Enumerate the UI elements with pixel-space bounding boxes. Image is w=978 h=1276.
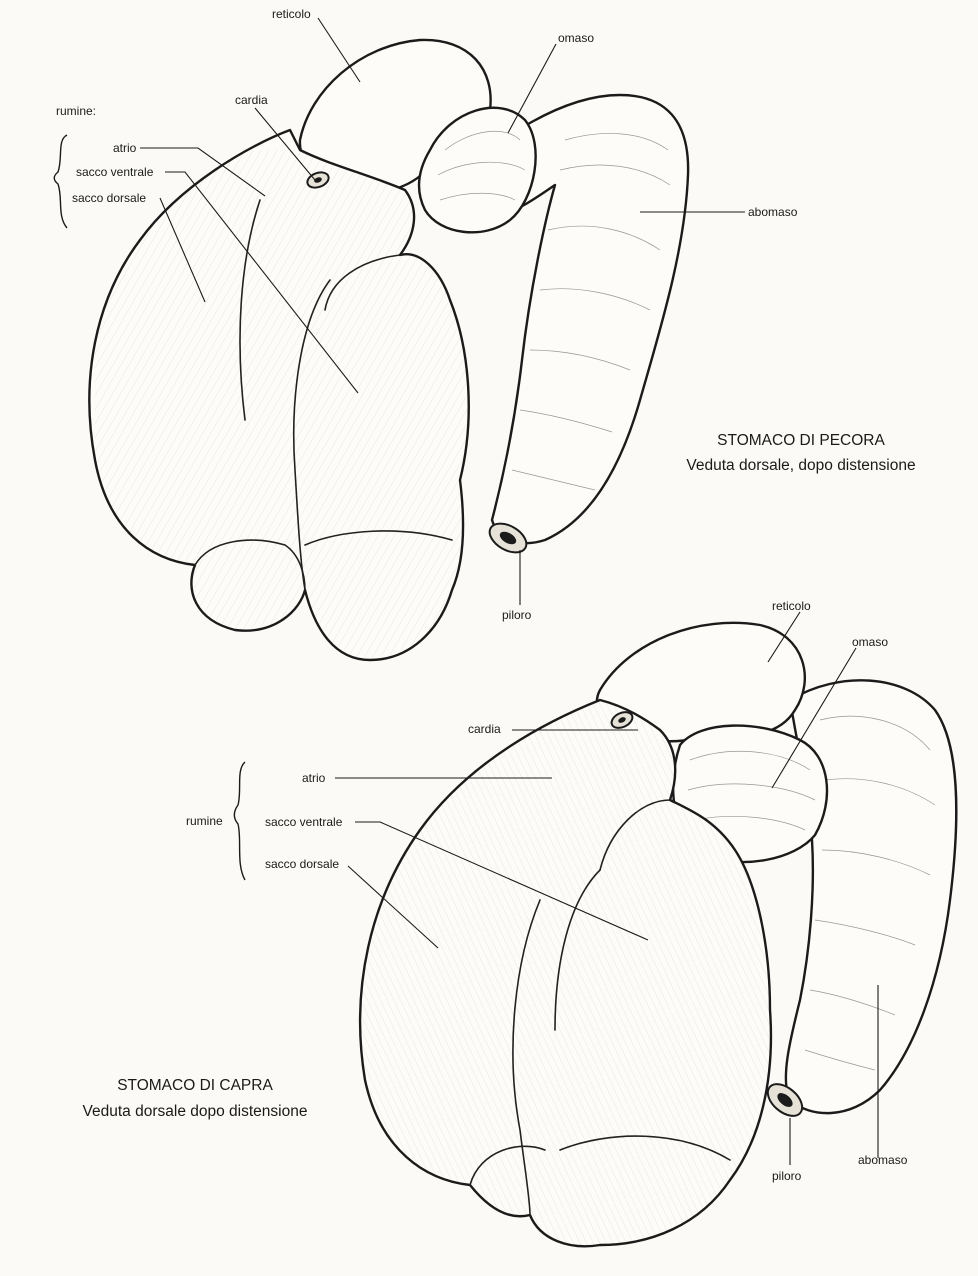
sheep-label-piloro: piloro [502,608,532,622]
goat-caption-subtitle: Veduta dorsale dopo distensione [83,1103,308,1120]
sheep-label-abomaso: abomaso [748,205,798,219]
sheep-label-rumine: rumine: [56,104,96,118]
sheep-label-atrio: atrio [113,141,137,155]
sheep-caption-subtitle: Veduta dorsale, dopo distensione [686,457,915,474]
sheep-label-omaso: omaso [558,31,594,45]
sheep-label-sacco-ventrale: sacco ventrale [76,165,154,179]
sheep-stomach-drawing [89,40,688,660]
goat-label-omaso: omaso [852,635,888,649]
goat-label-rumine: rumine [186,814,223,828]
sheep-label-cardia: cardia [235,93,268,107]
sheep-caption-title: STOMACO DI PECORA [717,432,885,449]
sheep-label-sacco-dorsale: sacco dorsale [72,191,146,205]
goat-label-sacco-ventrale: sacco ventrale [265,815,343,829]
sheep-label-reticolo: reticolo [272,7,311,21]
goat-abomasum-shape [786,680,956,1113]
goat-label-piloro: piloro [772,1169,802,1183]
goat-caption-title: STOMACO DI CAPRA [117,1077,273,1094]
goat-label-abomaso: abomaso [858,1153,908,1167]
goat-label-sacco-dorsale: sacco dorsale [265,857,339,871]
goat-label-cardia: cardia [468,722,501,736]
goat-label-atrio: atrio [302,771,326,785]
goat-label-reticolo: reticolo [772,599,811,613]
